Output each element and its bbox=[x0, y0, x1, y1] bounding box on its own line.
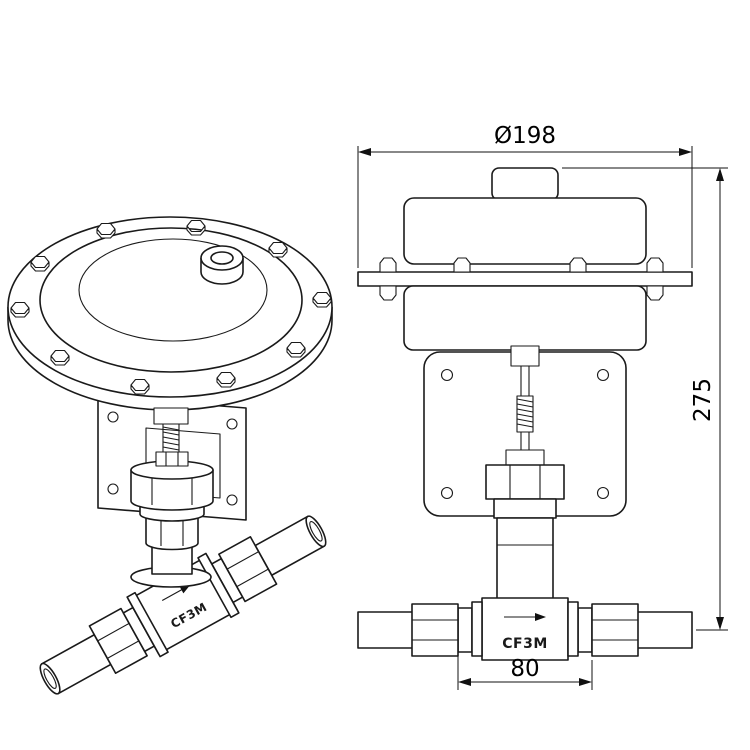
dimension-flange-diameter: Ø198 bbox=[357, 123, 693, 268]
height-value: 275 bbox=[690, 378, 716, 422]
pipe-right-bore bbox=[309, 520, 323, 542]
flow-arrow-front bbox=[504, 613, 546, 621]
body-ring-right-front bbox=[567, 601, 579, 657]
pipe-left-front bbox=[357, 611, 415, 649]
bolt bbox=[569, 257, 587, 273]
bolt bbox=[646, 257, 664, 273]
pipe-run-iso: CF3M bbox=[39, 515, 327, 695]
actuator-lower-case bbox=[403, 285, 647, 351]
bonnet-front bbox=[496, 517, 554, 601]
dimension-overall-height: 275 bbox=[562, 167, 728, 631]
valve-body-front bbox=[481, 597, 569, 661]
body-ring-left-front bbox=[471, 601, 483, 657]
nut bbox=[379, 285, 397, 301]
collar-right-front bbox=[577, 607, 593, 653]
pipe-right-opening bbox=[305, 515, 327, 548]
stem-nut-iso bbox=[155, 451, 189, 467]
union-nut-right-front bbox=[591, 603, 639, 657]
gland-nut-iso bbox=[145, 517, 199, 551]
union-nut-left-front bbox=[411, 603, 459, 657]
bonnet-stack-iso bbox=[130, 451, 214, 588]
union-nut-right bbox=[218, 535, 278, 603]
stem-nut-front bbox=[505, 449, 545, 466]
air-port-boss bbox=[200, 245, 244, 285]
actuator-upper-case bbox=[403, 197, 647, 265]
diaphragm-flange-plate bbox=[357, 271, 693, 287]
stem-front bbox=[510, 345, 540, 450]
pipe-right-front bbox=[635, 611, 693, 649]
diameter-value: Ø198 bbox=[494, 123, 556, 149]
packing-collar-front bbox=[493, 498, 557, 519]
body-marking-front: CF3M bbox=[502, 636, 548, 652]
stem-iso bbox=[153, 407, 189, 458]
nut bbox=[646, 285, 664, 301]
front-view: CF3M bbox=[357, 167, 693, 661]
body-ring-left bbox=[126, 591, 169, 658]
width-value: 80 bbox=[510, 656, 539, 682]
isometric-view: CF3M bbox=[7, 216, 333, 695]
dimension-face-to-face: 80 bbox=[457, 656, 593, 690]
pipe-left-opening bbox=[39, 662, 61, 695]
bolt bbox=[379, 257, 397, 273]
collar-left-front bbox=[457, 607, 473, 653]
hex-nut-front bbox=[485, 464, 565, 500]
body-ring-right bbox=[197, 552, 240, 619]
travel-stop-knob bbox=[491, 167, 559, 201]
bolt bbox=[453, 257, 471, 273]
pipe-left-bore bbox=[43, 668, 57, 690]
bonnet-neck-iso bbox=[151, 545, 193, 575]
